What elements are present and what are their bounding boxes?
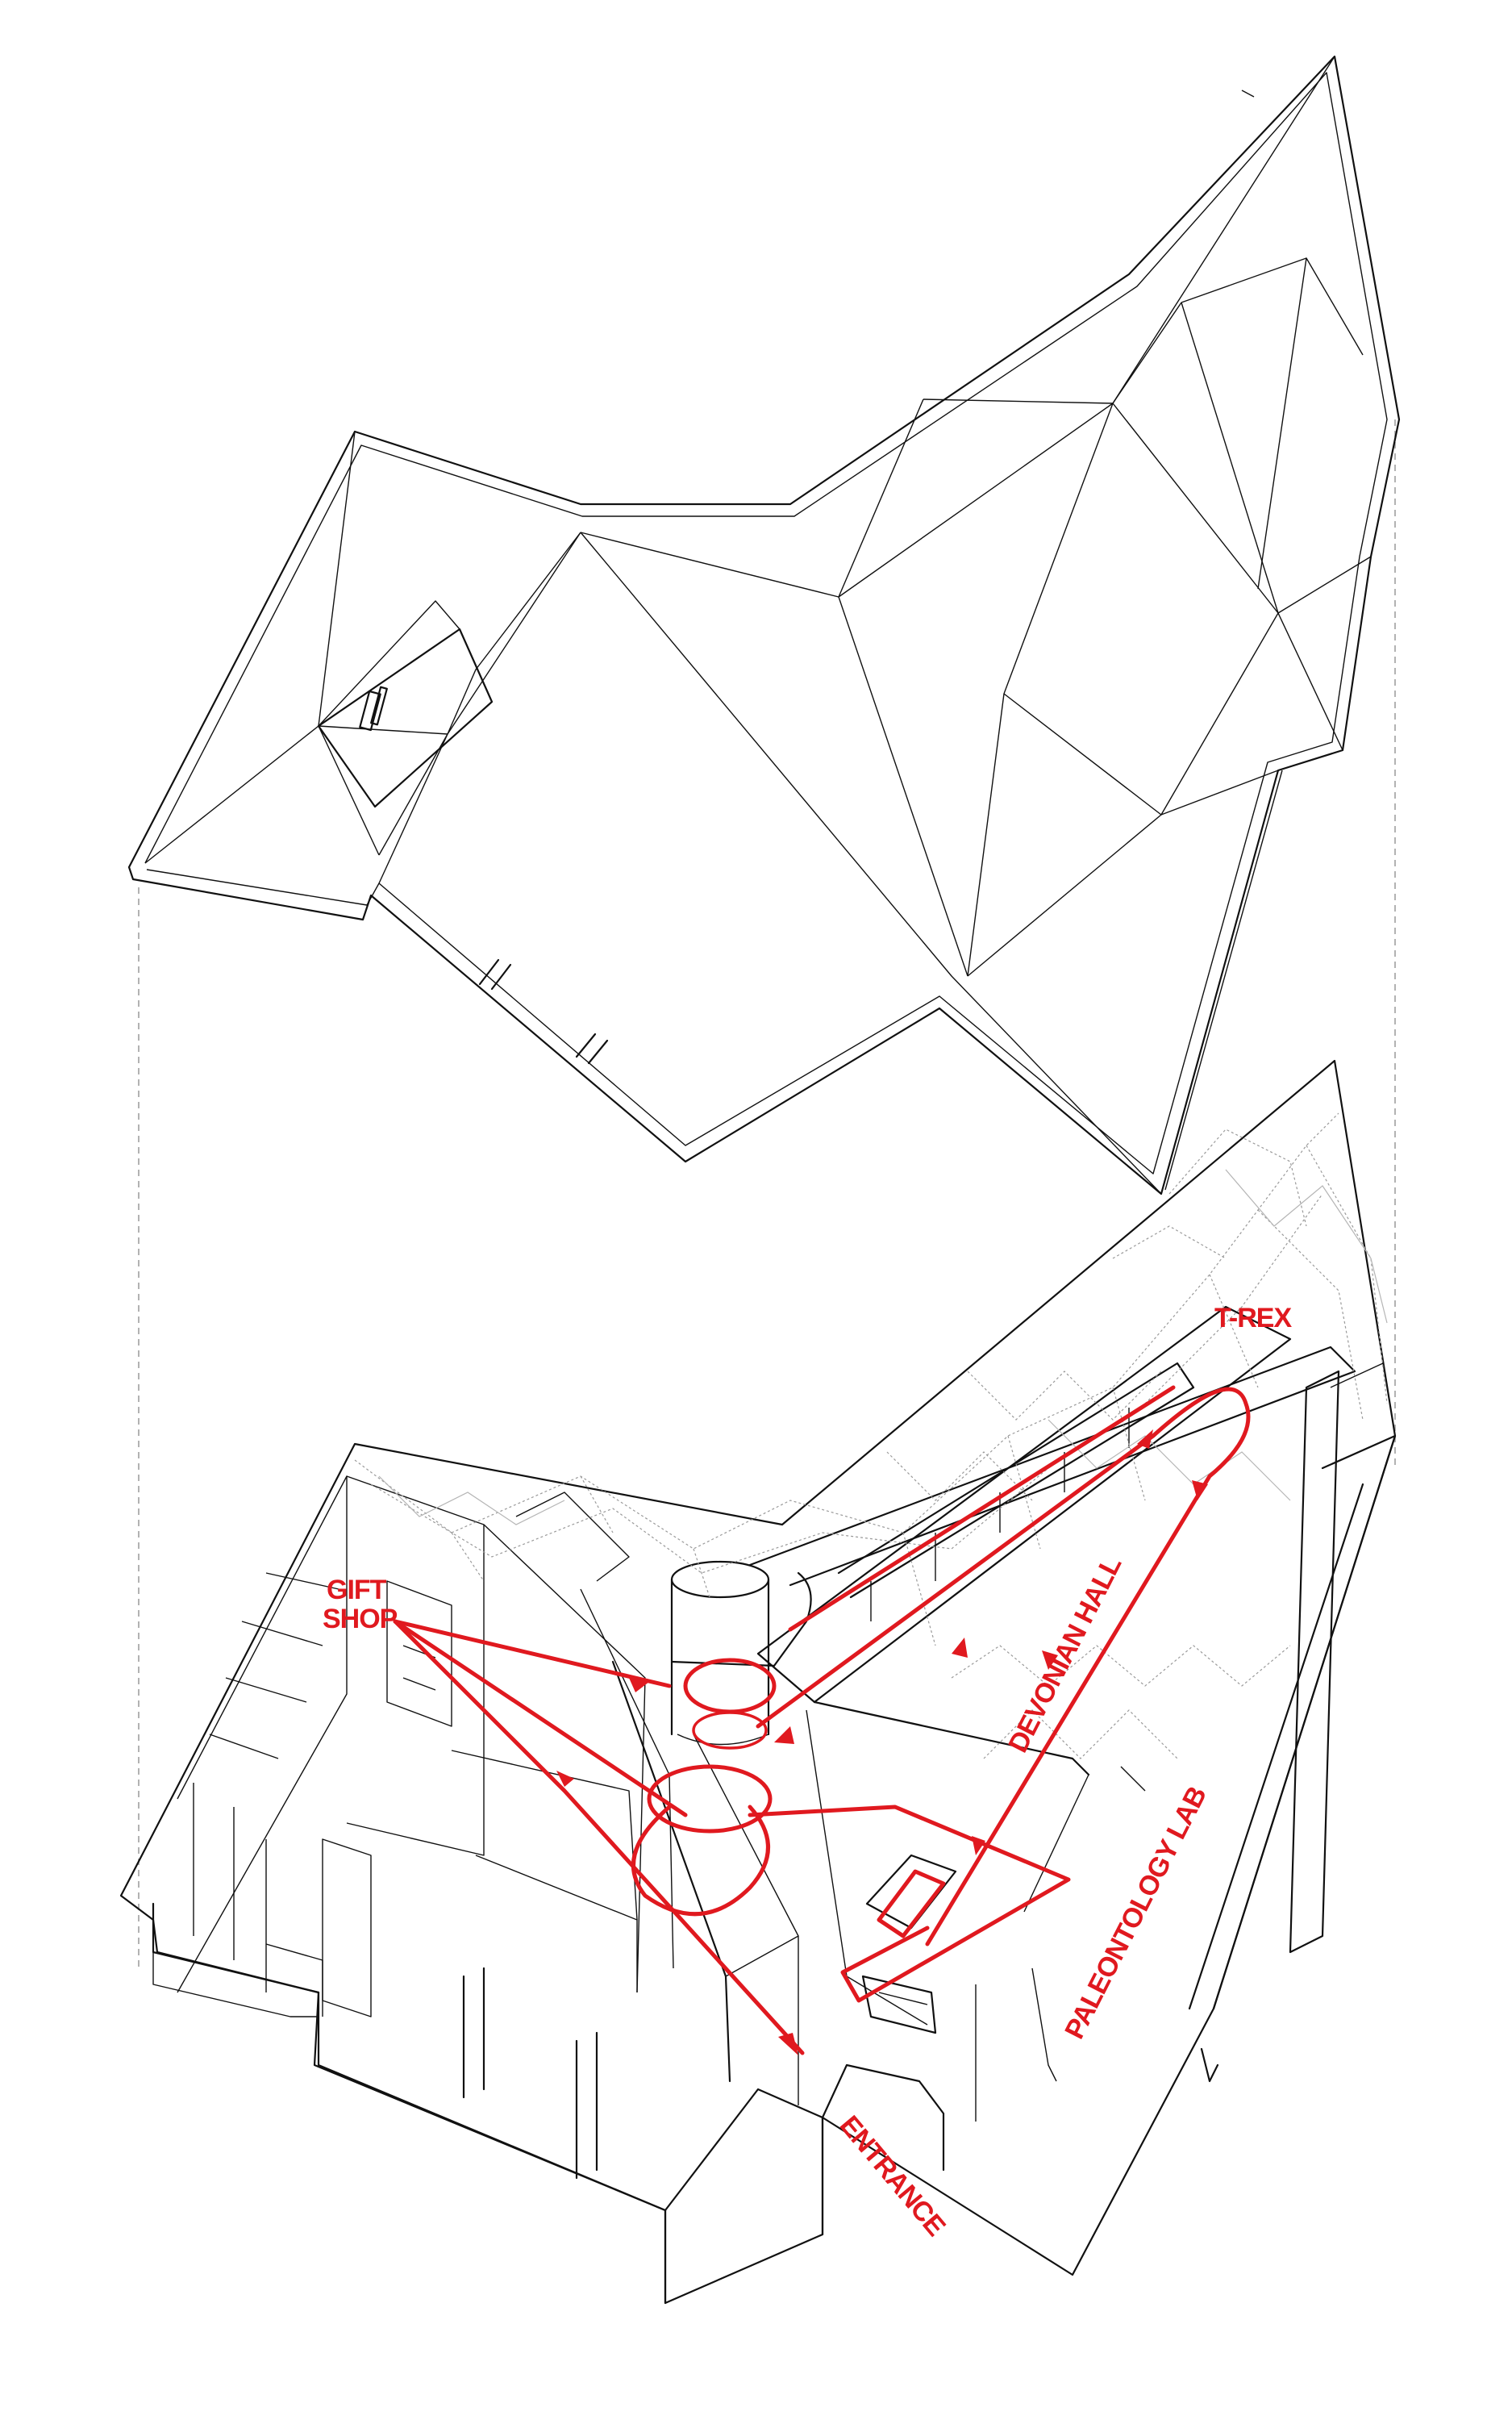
label-entrance: ENTRANCE bbox=[834, 2110, 952, 2242]
building-cutaway-axonometric bbox=[119, 1059, 1397, 2305]
label-trex: T-REX bbox=[1214, 1303, 1292, 1333]
route-giftshop-to-center bbox=[393, 1619, 688, 1817]
route-arrow-8 bbox=[972, 1836, 985, 1855]
route-spiral-mid bbox=[692, 1711, 768, 1750]
route-spiral-top bbox=[683, 1658, 777, 1714]
route-arrow-7 bbox=[1042, 1650, 1058, 1670]
route-arrow-6 bbox=[1192, 1480, 1208, 1500]
alignment-guides bbox=[138, 419, 1396, 1968]
route-lab-box bbox=[877, 1869, 946, 1938]
route-giftshop-diagonal bbox=[393, 1619, 805, 2055]
route-arrow-9 bbox=[774, 1726, 794, 1744]
route-devonian-return bbox=[788, 1385, 1176, 1632]
label-paleontology-lab: PALEONTOLOGY LAB bbox=[1059, 1782, 1213, 2044]
route-to-trex bbox=[756, 1387, 1251, 1946]
route-arrow-3 bbox=[778, 2033, 798, 2055]
route-central-loop bbox=[631, 1805, 770, 1917]
label-gift-shop-line2: SHOP bbox=[323, 1604, 398, 1634]
visitor-route bbox=[393, 1385, 1251, 2055]
route-spiral-low bbox=[647, 1764, 773, 1834]
label-gift-shop-line1: GIFT bbox=[327, 1575, 387, 1605]
roof-axonometric bbox=[127, 55, 1401, 1195]
route-giftshop-to-rotunda bbox=[393, 1619, 672, 1688]
label-devonian-hall: DEVONIAN HALL bbox=[1002, 1552, 1127, 1758]
route-to-paleontology-lab bbox=[748, 1805, 1071, 2003]
route-arrow-4 bbox=[1137, 1429, 1153, 1449]
route-arrow-5 bbox=[952, 1638, 968, 1658]
route-arrow-1 bbox=[629, 1678, 649, 1692]
route-arrow-2 bbox=[556, 1771, 574, 1787]
